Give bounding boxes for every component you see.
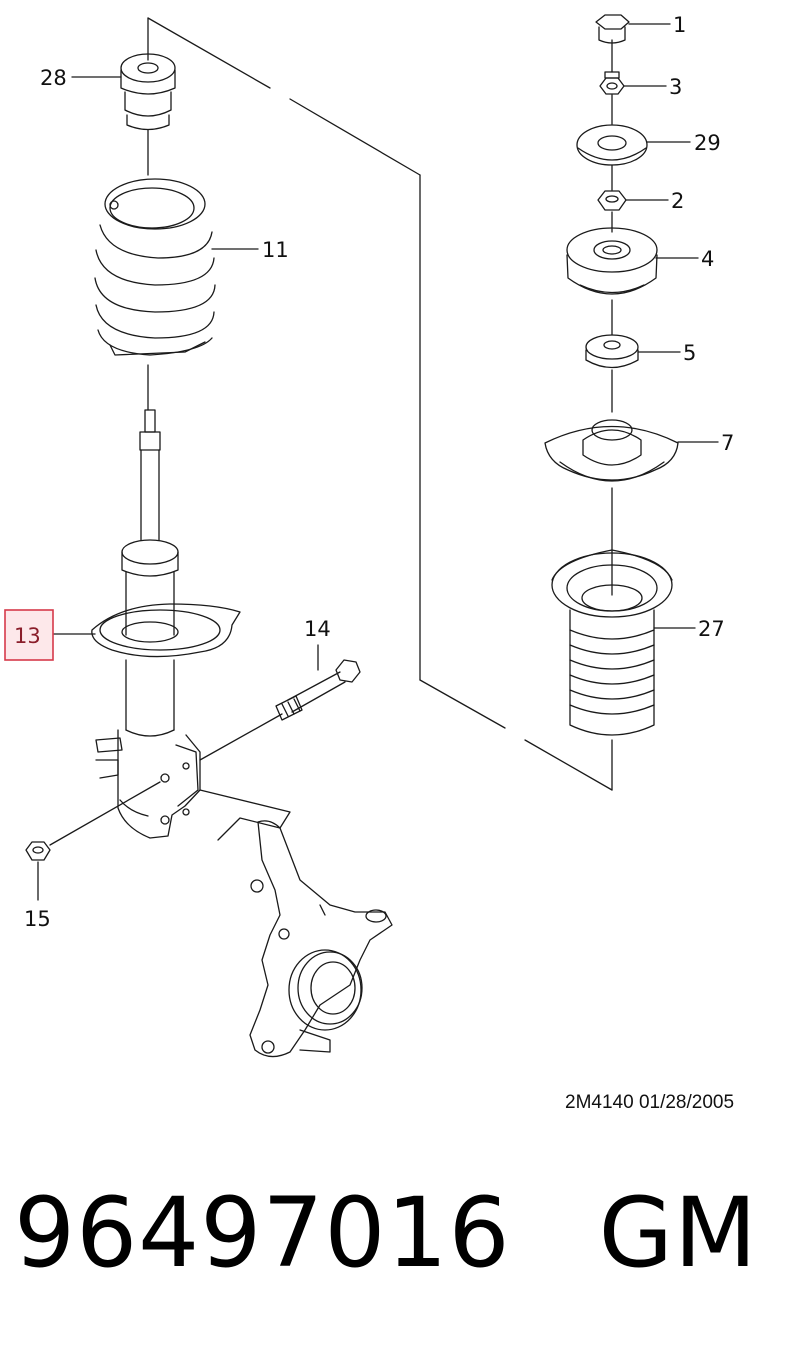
- part-13-lower-spring-seat: [92, 604, 240, 657]
- part-3-nut: [600, 72, 624, 94]
- part-4-strut-mount: [567, 228, 657, 294]
- part-number: 96497016: [14, 1177, 511, 1289]
- part-29-washer: [577, 125, 647, 165]
- strut-shock-absorber: [122, 410, 178, 736]
- part-5-bearing: [586, 335, 638, 368]
- highlight-box-13: [4, 609, 54, 661]
- strut-knuckle-bracket: [96, 730, 200, 838]
- callout-2: 2: [671, 189, 684, 213]
- callout-28: 28: [40, 66, 67, 90]
- steering-knuckle: [200, 790, 392, 1057]
- callout-3: 3: [669, 75, 682, 99]
- callout-5: 5: [683, 341, 696, 365]
- callout-29: 29: [694, 131, 721, 155]
- drawing-reference: 2M4140 01/28/2005: [565, 1092, 735, 1113]
- part-7-upper-spring-seat: [545, 420, 678, 481]
- callout-1: 1: [673, 13, 686, 37]
- callout-4: 4: [701, 247, 714, 271]
- assembly-outline: [147, 17, 613, 791]
- callout-7: 7: [721, 431, 734, 455]
- part-27-dust-boot: [552, 550, 672, 735]
- part-2-nut: [598, 191, 626, 210]
- callout-labels: 1 3 29 2 4 5 7 27 28 11 13 14 15: [14, 13, 734, 931]
- part-15-nut: [26, 782, 160, 860]
- callout-14: 14: [304, 617, 331, 641]
- callout-leaders: [37, 23, 719, 901]
- part-1-cap-bolt: [596, 15, 629, 43]
- callout-13: 13: [14, 624, 41, 648]
- exploded-parts-diagram: 1 3 29 2 4 5 7 27 28 11 13 14 15: [4, 13, 734, 1120]
- part-11-coil-spring: [95, 179, 215, 355]
- part-14-bolt: [200, 660, 360, 760]
- callout-27: 27: [698, 617, 725, 641]
- callout-15: 15: [24, 907, 51, 931]
- callout-11: 11: [262, 238, 289, 262]
- part-28-bump-stop: [121, 54, 175, 130]
- manufacturer-name: GM: [598, 1177, 758, 1289]
